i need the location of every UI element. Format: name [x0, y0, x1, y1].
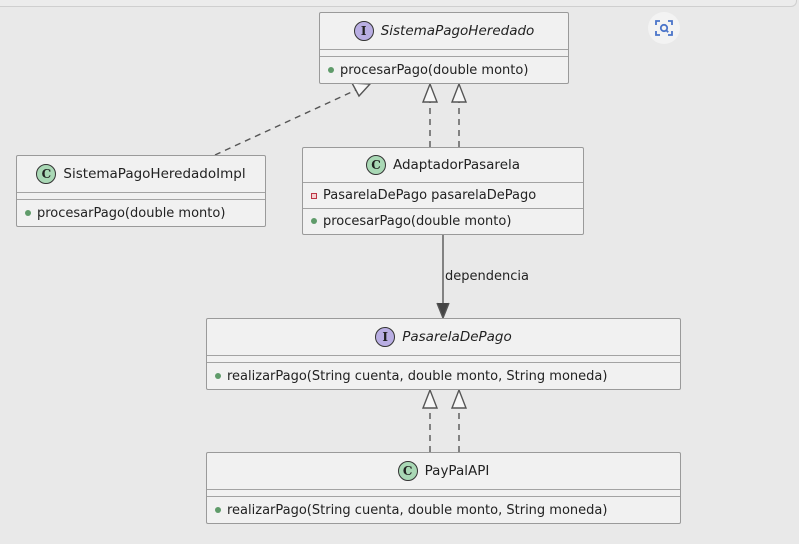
compartment-divider [17, 199, 265, 200]
method-signature: procesarPago(double monto) [37, 205, 226, 221]
public-visibility-icon [215, 373, 221, 379]
edge-dependencia-arrowhead [436, 302, 450, 320]
node-name: SistemaPagoHeredadoImpl [63, 166, 246, 182]
compartment-divider [17, 192, 265, 193]
compartment-divider [207, 496, 680, 497]
public-visibility-icon [215, 507, 221, 513]
node-sistema-pago-heredado[interactable]: I SistemaPagoHeredado procesarPago(doubl… [319, 12, 569, 84]
compartment-divider [207, 355, 680, 356]
scan-button[interactable] [648, 12, 680, 44]
node-pasarela-de-pago[interactable]: I PasarelaDePago realizarPago(String cue… [206, 318, 681, 390]
compartment-divider [320, 49, 568, 50]
node-header: I PasarelaDePago [207, 319, 680, 355]
edge-adaptador-arrowhead-1 [421, 82, 439, 103]
compartment-divider [207, 362, 680, 363]
public-visibility-icon [25, 210, 31, 216]
node-adaptador-pasarela[interactable]: C AdaptadorPasarela PasarelaDePago pasar… [302, 147, 584, 235]
method-row: procesarPago(double monto) [303, 209, 583, 233]
interface-badge: I [375, 327, 396, 347]
compartment-divider [303, 208, 583, 209]
edge-paypal-arrowhead-2 [450, 388, 468, 409]
public-visibility-icon [328, 67, 334, 73]
edge-impl-realizes-heredado [214, 89, 357, 156]
method-row: realizarPago(String cuenta, double monto… [207, 363, 680, 389]
method-row: procesarPago(double monto) [17, 200, 265, 226]
compartment-divider [303, 182, 583, 183]
method-row: realizarPago(String cuenta, double monto… [207, 497, 680, 523]
node-name: PasarelaDePago [402, 329, 512, 345]
class-badge: C [365, 155, 386, 175]
interface-badge: I [353, 21, 374, 41]
edge-label-dependencia: dependencia [445, 269, 529, 284]
method-row: procesarPago(double monto) [320, 57, 568, 83]
node-header: C SistemaPagoHeredadoImpl [17, 156, 265, 192]
method-signature: procesarPago(double monto) [340, 62, 529, 78]
node-name: AdaptadorPasarela [392, 157, 521, 173]
compartment-divider [207, 489, 680, 490]
method-signature: procesarPago(double monto) [323, 213, 512, 229]
scan-icon [655, 20, 673, 36]
node-header: I SistemaPagoHeredado [320, 13, 568, 49]
node-paypal-api[interactable]: C PayPalAPI realizarPago(String cuenta, … [206, 452, 681, 524]
field-signature: PasarelaDePago pasarelaDePago [323, 188, 537, 203]
field-row: PasarelaDePago pasarelaDePago [303, 183, 583, 208]
edge-paypal-arrowhead-1 [421, 388, 439, 409]
node-name: SistemaPagoHeredado [380, 23, 535, 39]
edge-adaptador-arrowhead-2 [450, 82, 468, 103]
node-name: PayPalAPI [424, 463, 490, 479]
private-visibility-icon [311, 192, 317, 199]
node-header: C AdaptadorPasarela [303, 148, 583, 182]
public-visibility-icon [311, 218, 317, 224]
compartment-divider [320, 56, 568, 57]
class-badge: C [397, 461, 418, 481]
method-signature: realizarPago(String cuenta, double monto… [227, 368, 608, 384]
node-sistema-pago-heredado-impl[interactable]: C SistemaPagoHeredadoImpl procesarPago(d… [16, 155, 266, 227]
method-signature: realizarPago(String cuenta, double monto… [227, 502, 608, 518]
edge-impl-arrowhead [350, 82, 372, 98]
class-badge: C [36, 164, 57, 184]
node-header: C PayPalAPI [207, 453, 680, 489]
